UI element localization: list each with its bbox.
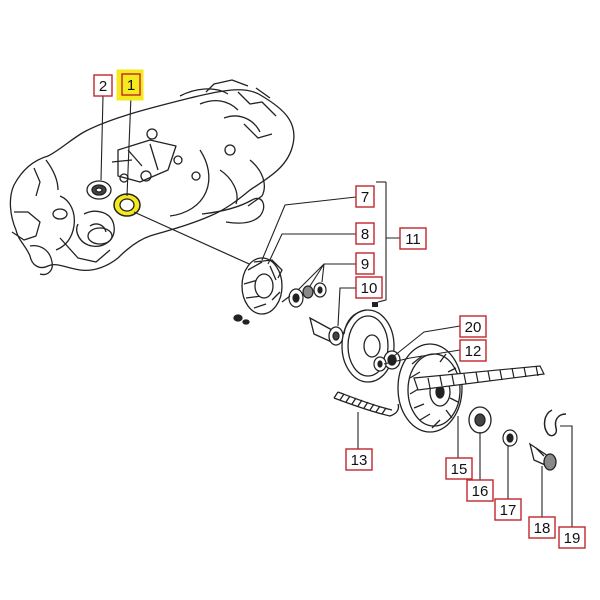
callout-16-label: 16 <box>472 483 489 500</box>
callout-labels: 1 2 7 8 11 9 10 20 <box>93 69 586 549</box>
drive-chain <box>413 365 545 391</box>
callout-13-label: 13 <box>351 452 368 469</box>
callout-11-label: 11 <box>405 231 421 248</box>
clip-part-19[interactable] <box>543 409 567 437</box>
callout-10-label: 10 <box>361 280 378 297</box>
callout-15-label: 15 <box>451 461 468 478</box>
callout-16[interactable]: 16 <box>466 479 494 502</box>
bush-part-12[interactable] <box>373 356 387 372</box>
callout-13[interactable]: 13 <box>345 448 373 471</box>
washer-part-17[interactable] <box>502 429 518 447</box>
bolt-part-18[interactable] <box>528 442 557 471</box>
callout-8-label: 8 <box>361 226 369 243</box>
callout-11[interactable]: 11 <box>399 227 427 250</box>
shaft-axis-line <box>133 211 259 269</box>
small-nut <box>372 302 378 307</box>
variator-fan-plate[interactable] <box>233 257 283 325</box>
callout-18-label: 18 <box>534 520 551 537</box>
front-pulley-disc[interactable] <box>341 309 395 383</box>
callout-18[interactable]: 18 <box>528 516 556 539</box>
callout-15[interactable]: 15 <box>445 457 473 480</box>
callout-7-label: 7 <box>361 189 369 206</box>
nut-part-16[interactable] <box>468 406 492 434</box>
callout-19[interactable]: 19 <box>558 526 586 549</box>
callout-2[interactable]: 2 <box>93 74 113 97</box>
callout-12-label: 12 <box>465 343 482 360</box>
callout-9-label: 9 <box>361 256 369 273</box>
callout-8[interactable]: 8 <box>355 222 375 245</box>
callout-12[interactable]: 12 <box>459 339 487 362</box>
leader-lines <box>100 95 573 528</box>
callout-19-label: 19 <box>564 530 581 547</box>
roller-weights-part-9[interactable] <box>281 282 327 308</box>
callout-1[interactable]: 1 <box>116 69 144 101</box>
callout-7[interactable]: 7 <box>355 185 375 208</box>
callout-20[interactable]: 20 <box>459 315 487 338</box>
variator-sleeve-part-10[interactable] <box>309 316 344 346</box>
callout-2-label: 2 <box>99 78 107 95</box>
callout-10[interactable]: 10 <box>355 276 383 299</box>
bearing-part-2[interactable] <box>86 180 112 200</box>
crankcase-drawing <box>9 79 295 276</box>
drive-belt-part-13[interactable] <box>333 391 400 417</box>
callout-20-label: 20 <box>465 319 482 336</box>
callout-1-label: 1 <box>127 77 135 94</box>
callout-17[interactable]: 17 <box>494 498 522 521</box>
callout-17-label: 17 <box>500 502 517 519</box>
callout-9[interactable]: 9 <box>355 252 375 275</box>
